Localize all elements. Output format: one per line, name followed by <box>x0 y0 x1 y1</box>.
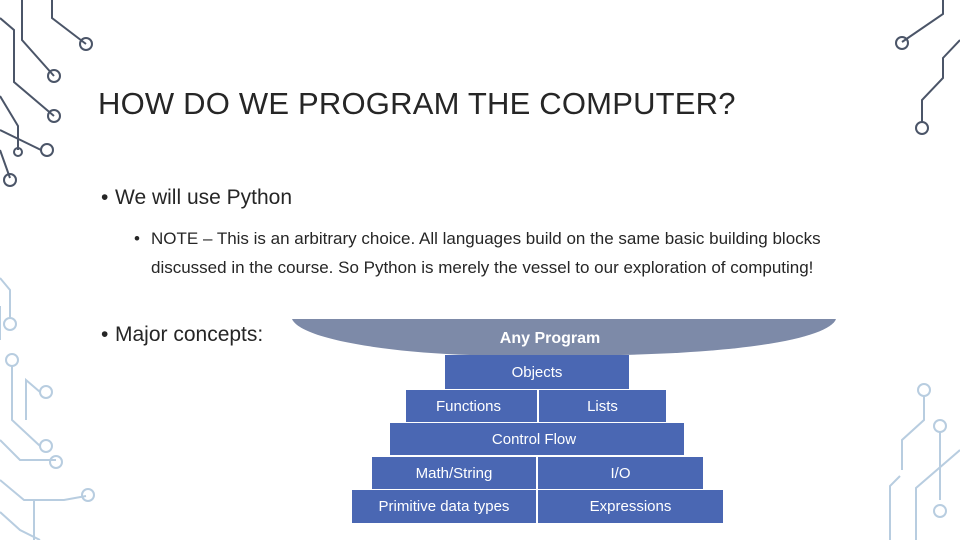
block-lists: Lists <box>539 390 666 422</box>
bullet-text: We will use Python <box>115 186 293 209</box>
block-control-flow: Control Flow <box>390 423 684 455</box>
block-io: I/O <box>538 457 703 489</box>
block-expressions: Expressions <box>538 490 723 523</box>
any-program-label: Any Program <box>499 330 601 347</box>
block-primitive-data-types: Primitive data types <box>352 490 536 523</box>
bullet-dot: • <box>101 186 109 209</box>
sub-bullet-note: • NOTE – This is an arbitrary choice. Al… <box>134 225 854 282</box>
block-math-string: Math/String <box>372 457 536 489</box>
sub-bullet-text: NOTE – This is an arbitrary choice. All … <box>151 229 821 277</box>
block-functions: Functions <box>406 390 537 422</box>
bullet-dot: • <box>134 229 140 248</box>
bullet-dot: • <box>101 323 109 346</box>
bullet-use-python: • We will use Python <box>101 186 292 210</box>
bullet-major-concepts: • Major concepts: <box>101 323 263 347</box>
slide-title: HOW DO WE PROGRAM THE COMPUTER? <box>98 86 736 121</box>
block-objects: Objects <box>445 355 629 389</box>
bullet-text: Major concepts: <box>115 323 264 346</box>
